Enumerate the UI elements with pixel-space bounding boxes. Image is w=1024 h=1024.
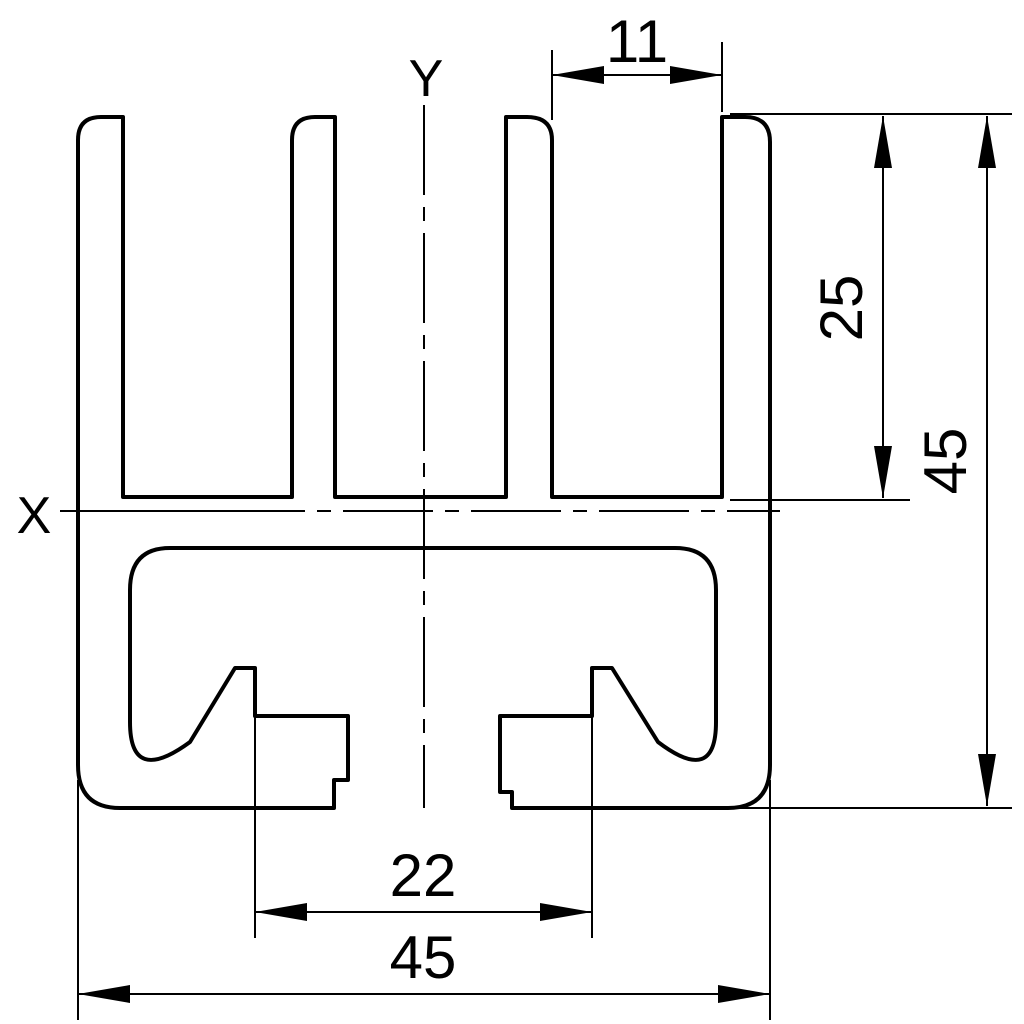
dim-height-label: 45: [912, 428, 979, 495]
dim-25-label: 25: [808, 275, 875, 342]
dim-width-label: 45: [390, 924, 457, 991]
dim-11-label: 11: [606, 8, 668, 75]
x-axis-label: X: [17, 487, 52, 545]
dim-22-label: 22: [390, 842, 457, 909]
dim-11-arrow-right: [670, 66, 722, 84]
dim-width-arrow-left: [78, 985, 130, 1003]
dim-height-arrow-bottom: [978, 754, 996, 806]
dim-height-arrow-top: [978, 116, 996, 168]
dim-25-arrow-bottom: [874, 446, 892, 498]
dim-22-arrow-right: [540, 903, 592, 921]
dim-11-arrow-left: [552, 66, 604, 84]
dim-22-arrow-left: [255, 903, 307, 921]
profile-outline: [76, 115, 772, 810]
y-axis-label: Y: [409, 50, 444, 108]
dim-25-arrow-top: [874, 116, 892, 168]
dim-width-arrow-right: [718, 985, 770, 1003]
